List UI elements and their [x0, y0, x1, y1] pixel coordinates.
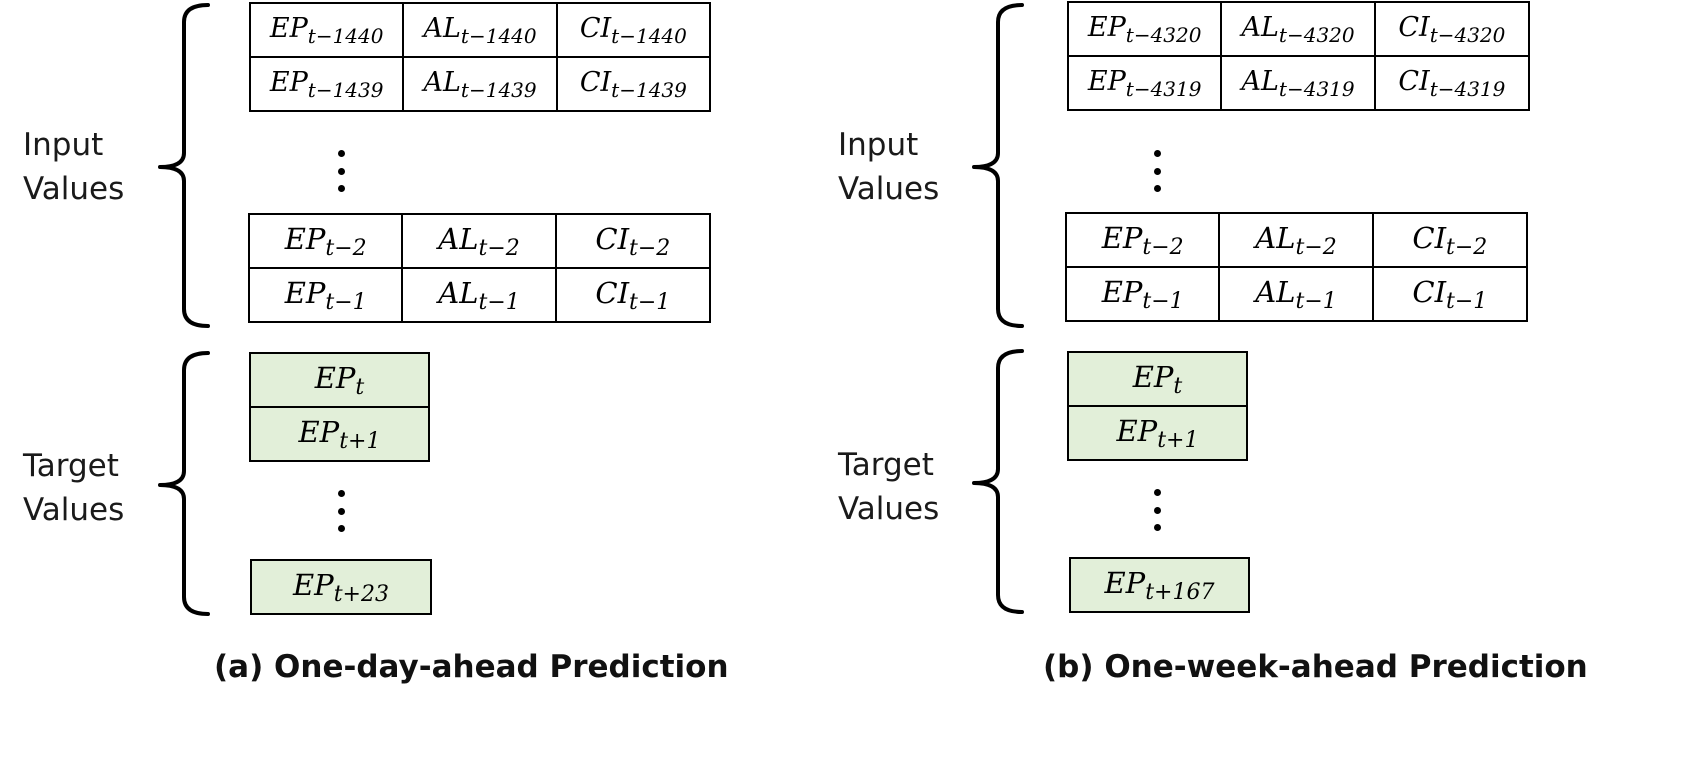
input-table-latest: EPt−2 ALt−2 CIt−2 EPt−1 ALt−1 CIt−1: [247, 213, 712, 323]
input-brace: [972, 3, 1024, 328]
cell-ep: EPt−2: [247, 213, 404, 269]
target-cell: EPt: [1067, 351, 1248, 407]
cell-al: ALt−4319: [1220, 55, 1376, 111]
table-row: EPt+1: [1067, 405, 1248, 461]
table-row: EPt−1 ALt−1 CIt−1: [1064, 266, 1529, 322]
cell-al: ALt−1440: [402, 2, 558, 58]
input-values-label: Input Values: [23, 123, 124, 211]
target-label-line2: Values: [838, 491, 940, 527]
cell-ep: EPt−4320: [1066, 1, 1223, 57]
target-cell: EPt: [249, 352, 430, 408]
target-cell: EPt+167: [1069, 557, 1250, 613]
target-label-line1: Target: [838, 447, 934, 483]
cell-ci: CIt−1: [554, 267, 712, 323]
target-table: EPt EPt+1: [249, 352, 430, 462]
ellipsis-dots: [1152, 150, 1162, 192]
caption: (a) One-day-ahead Prediction: [214, 649, 729, 685]
target-cell: EPt+1: [249, 406, 430, 462]
table-row: EPt−4319 ALt−4319 CIt−4319: [1066, 55, 1531, 111]
cell-ci: CIt−2: [1371, 212, 1529, 268]
cell-ep: EPt−1439: [248, 56, 405, 112]
input-label-line2: Values: [23, 171, 125, 207]
target-brace: [972, 349, 1024, 614]
target-brace: [158, 351, 210, 616]
target-label-line2: Values: [23, 492, 125, 528]
cell-ci: CIt−1439: [555, 56, 712, 112]
table-row: EPt−1 ALt−1 CIt−1: [247, 267, 712, 323]
cell-ci: CIt−4319: [1373, 55, 1531, 111]
target-values-label: Target Values: [838, 443, 939, 531]
table-row: EPt−2 ALt−2 CIt−2: [1064, 212, 1529, 268]
cell-al: ALt−2: [401, 213, 557, 269]
input-label-line1: Input: [23, 127, 104, 163]
target-table: EPt EPt+1: [1067, 351, 1248, 461]
target-cell: EPt+1: [1067, 405, 1248, 461]
table-row: EPt+1: [249, 406, 430, 462]
input-label-line1: Input: [838, 127, 919, 163]
cell-al: ALt−1439: [402, 56, 558, 112]
cell-ci: CIt−1: [1371, 266, 1529, 322]
target-table-last: EPt+23: [250, 559, 432, 615]
input-values-label: Input Values: [838, 123, 939, 211]
target-label-line1: Target: [23, 448, 119, 484]
cell-ep: EPt−2: [1064, 212, 1221, 268]
input-label-line2: Values: [838, 171, 940, 207]
table-row: EPt−1440 ALt−1440 CIt−1440: [248, 2, 712, 58]
target-cell: EPt+23: [250, 559, 432, 615]
panel-one-day-ahead: Input Values EPt−1440 ALt−1440 CIt−1440 …: [23, 2, 729, 685]
cell-al: ALt−4320: [1220, 1, 1376, 57]
table-row: EPt+23: [250, 559, 432, 615]
input-table-latest: EPt−2 ALt−2 CIt−2 EPt−1 ALt−1 CIt−1: [1064, 212, 1529, 322]
table-row: EPt: [249, 352, 430, 408]
cell-ep: EPt−1440: [248, 2, 405, 58]
caption: (b) One-week-ahead Prediction: [1043, 649, 1588, 685]
cell-al: ALt−1: [401, 267, 557, 323]
cell-ci: CIt−2: [554, 213, 712, 269]
table-row: EPt: [1067, 351, 1248, 407]
input-table-earliest: EPt−4320 ALt−4320 CIt−4320 EPt−4319 ALt−…: [1066, 1, 1531, 111]
ellipsis-dots: [1152, 489, 1162, 531]
cell-ep: EPt−1: [1064, 266, 1221, 322]
cell-ci: CIt−4320: [1373, 1, 1531, 57]
cell-al: ALt−1: [1218, 266, 1374, 322]
cell-ep: EPt−4319: [1066, 55, 1223, 111]
target-values-label: Target Values: [23, 444, 124, 532]
table-row: EPt+167: [1069, 557, 1250, 613]
ellipsis-dots: [336, 490, 346, 532]
table-row: EPt−1439 ALt−1439 CIt−1439: [248, 56, 712, 112]
input-table-earliest: EPt−1440 ALt−1440 CIt−1440 EPt−1439 ALt−…: [248, 2, 712, 112]
cell-ci: CIt−1440: [555, 2, 712, 58]
input-brace: [158, 3, 210, 328]
ellipsis-dots: [336, 150, 346, 192]
panel-one-week-ahead: Input Values EPt−4320 ALt−4320 CIt−4320 …: [838, 0, 1688, 765]
cell-al: ALt−2: [1218, 212, 1374, 268]
table-row: EPt−2 ALt−2 CIt−2: [247, 213, 712, 269]
target-table-last: EPt+167: [1069, 557, 1250, 613]
table-row: EPt−4320 ALt−4320 CIt−4320: [1066, 1, 1531, 57]
cell-ep: EPt−1: [247, 267, 404, 323]
